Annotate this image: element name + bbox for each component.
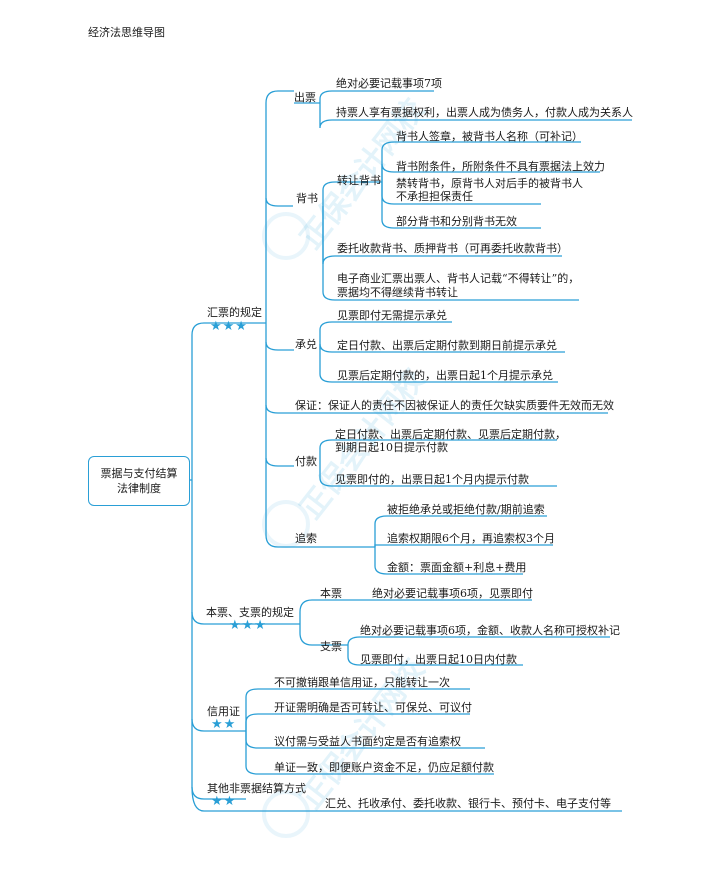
star-rating: ★★★ <box>229 618 267 633</box>
leaf-text: 汇兑、托收承付、委托收款、银行卡、预付卡、电子支付等 <box>325 797 611 810</box>
root-node: 票据与支付结算 法律制度 <box>88 456 190 506</box>
branch-qita-label: 其他非票据结算方式 <box>207 782 306 795</box>
leaf-text: 被拒绝承兑或拒绝付款/期前追索 <box>387 503 545 516</box>
leaf-text: 持票人享有票据权利，出票人成为债务人，付款人成为关系人 <box>336 106 633 119</box>
leaf-text: 见票即付无需提示承兑 <box>337 309 447 322</box>
leaf-text: 禁转背书，原背书人对后手的被背书人 <box>396 177 583 190</box>
star-rating: ★★ <box>211 794 237 809</box>
leaf-text: 见票即付，出票日起10日内付款 <box>360 653 517 666</box>
leaf-text: 到期日起10日提示付款 <box>335 441 448 454</box>
branch-benpiao-zhipiao-label: 本票、支票的规定 <box>206 606 294 619</box>
leaf-text: 背书人签章，被背书人名称（可补记） <box>396 130 583 143</box>
node-baozheng: 保证：保证人的责任不因被保证人的责任欠缺实质要件无效而无效 <box>295 399 614 412</box>
leaf-text: 电子商业汇票出票人、背书人记载“不得转让”的， <box>337 272 580 285</box>
leaf-text: 绝对必要记载事项7项 <box>336 77 442 90</box>
leaf-text: 追索权期限6个月，再追索权3个月 <box>387 532 555 545</box>
branch-huipiao-label: 汇票的规定 <box>207 306 262 319</box>
node-beishu: 背书 <box>296 192 318 205</box>
root-line-1: 票据与支付结算 <box>100 467 178 480</box>
leaf-text: 开证需明确是否可转让、可保兑、可议付 <box>274 701 472 714</box>
leaf-text: 绝对必要记载事项6项，见票即付 <box>372 587 533 600</box>
leaf-text: 单证一致，即便账户资金不足，仍应足额付款 <box>274 761 494 774</box>
leaf-text: 不承担担保责任 <box>396 190 473 203</box>
leaf-text: 金额：票面金额+利息+费用 <box>387 561 527 574</box>
branch-xinyongzheng-label: 信用证 <box>207 705 240 718</box>
leaf-text: 绝对必要记载事项6项，金额、收款人名称可授权补记 <box>360 624 620 637</box>
leaf-text: 部分背书和分别背书无效 <box>396 215 517 228</box>
star-rating: ★★ <box>211 717 237 732</box>
leaf-text: 不可撤销跟单信用证，只能转让一次 <box>274 676 450 689</box>
leaf-text: 见票后定期付款的，出票日起1个月提示承兑 <box>337 369 553 382</box>
page-title: 经济法思维导图 <box>88 26 165 39</box>
leaf-text: 议付需与受益人书面约定是否有追索权 <box>274 735 461 748</box>
node-zhipiao: 支票 <box>320 640 342 653</box>
node-fukuan: 付款 <box>295 455 317 468</box>
node-zhuanrang-beishu: 转让背书 <box>337 174 381 187</box>
leaf-text: 定日付款、出票后定期付款到期日前提示承兑 <box>337 339 557 352</box>
root-line-2: 法律制度 <box>117 482 161 495</box>
node-chengdui: 承兑 <box>295 338 317 351</box>
leaf-text: 见票即付的，出票日起1个月内提示付款 <box>335 473 529 486</box>
leaf-text: 背书附条件，所附条件不具有票据法上效力 <box>396 160 605 173</box>
star-rating: ★★★ <box>210 319 248 334</box>
node-chupiao: 出票 <box>294 91 316 104</box>
leaf-text: 定日付款、出票后定期付款、见票后定期付款， <box>335 428 566 441</box>
node-benpiao: 本票 <box>320 587 342 600</box>
node-zhuisuo: 追索 <box>295 532 317 545</box>
leaf-text: 委托收款背书、质押背书（可再委托收款背书） <box>337 242 568 255</box>
leaf-text: 票据均不得继续背书转让 <box>337 286 458 299</box>
